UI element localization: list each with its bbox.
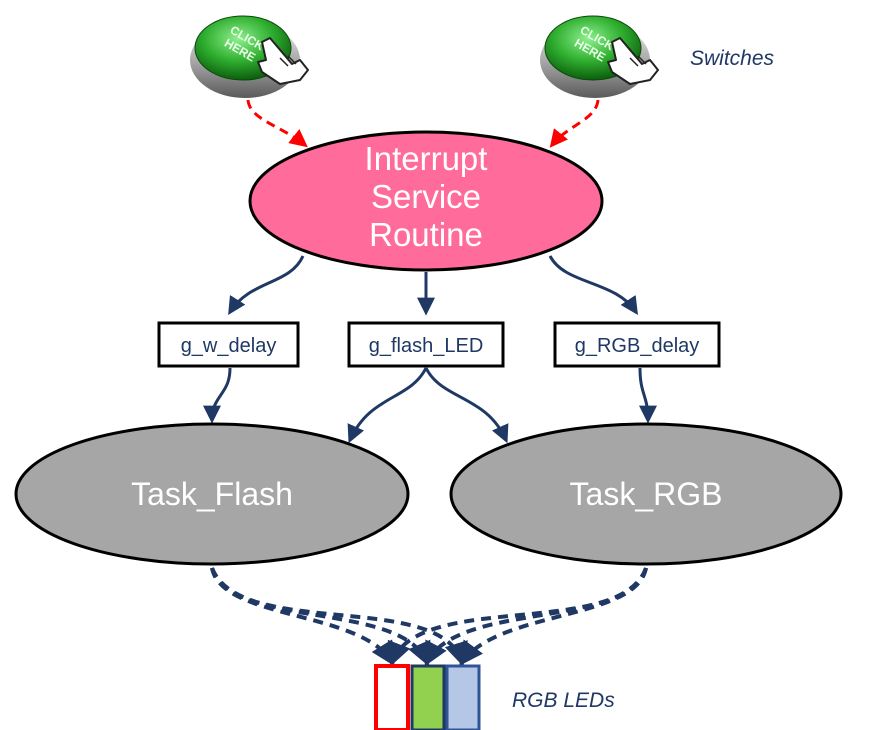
task-to-led-arrows [210, 567, 648, 667]
switch-to-isr-arrow-right [549, 99, 600, 148]
green-led [410, 664, 446, 730]
flash-led-to-task-rgb-arrow [424, 367, 509, 444]
isr-node: Interrupt Service Routine [248, 130, 604, 272]
variable-box-w-delay: g_w_delay [157, 321, 300, 368]
rgb-leds [374, 664, 481, 730]
variable-label: g_flash_LED [369, 335, 484, 357]
flash-led-to-task-flash-arrow [347, 367, 428, 444]
task-flash-node: Task_Flash [14, 422, 410, 566]
hand-pointer-icon [607, 37, 659, 85]
blue-led [445, 664, 481, 730]
isr-to-rgb-delay-arrow [548, 255, 638, 316]
variable-label: g_w_delay [181, 335, 277, 357]
right-switch-button: CLICK HERE [540, 15, 659, 98]
isr-line-3: Routine [369, 216, 483, 253]
task-rgb-node: Task_RGB [449, 422, 843, 566]
rgb-leds-label: RGB LEDs [512, 689, 615, 712]
variable-box-rgb-delay: g_RGB_delay [553, 321, 721, 368]
isr-line-1: Interrupt [365, 140, 488, 177]
switches-label: Switches [690, 47, 775, 70]
isr-to-w-delay-arrow [228, 255, 305, 316]
hand-pointer-icon [257, 37, 309, 85]
variable-box-flash-led: g_flash_LED [347, 321, 505, 368]
rgb-delay-to-task-rgb-arrow [638, 367, 657, 424]
task-label: Task_Flash [131, 476, 293, 512]
task-label: Task_RGB [570, 476, 723, 512]
red-led [374, 664, 410, 730]
switch-to-isr-arrow-left [246, 99, 308, 148]
variable-label: g_RGB_delay [575, 335, 700, 357]
left-switch-button: CLICK HERE [190, 15, 309, 98]
isr-line-2: Service [371, 178, 481, 215]
w-delay-to-task-flash-arrow [203, 367, 232, 424]
